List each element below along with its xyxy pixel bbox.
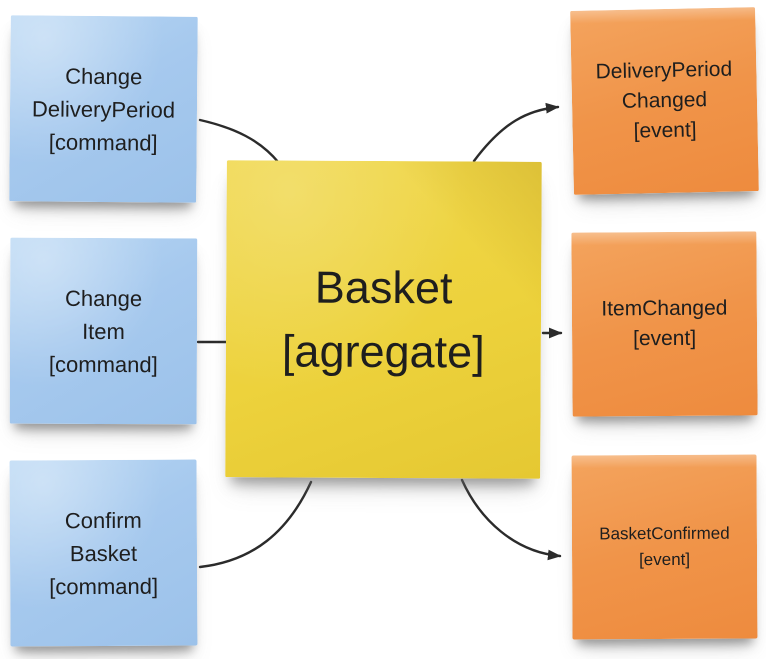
note-line: [event]: [632, 326, 697, 351]
note-line: [event]: [633, 118, 697, 143]
note-label: Change Item [command]: [49, 281, 158, 380]
aggregate-note-basket[interactable]: Basket [agregate]: [225, 160, 542, 479]
command-note-change-deliveryperiod[interactable]: Change DeliveryPeriod [command]: [9, 15, 198, 203]
note-line: [event]: [638, 549, 691, 570]
event-note-deliveryperiod-changed[interactable]: DeliveryPeriod Changed [event]: [570, 7, 759, 195]
note-line: Change: [65, 285, 143, 311]
note-line: Basket: [69, 540, 138, 566]
connector-cmd3-to-aggregate: [198, 480, 313, 569]
note-line: Changed: [621, 88, 708, 113]
note-line: Item: [82, 318, 125, 344]
command-note-confirm-basket[interactable]: Confirm Basket [command]: [9, 459, 198, 647]
note-line: Change: [65, 63, 143, 89]
connector-cmd1-to-aggregate: [198, 118, 281, 165]
note-line: DeliveryPeriod: [595, 57, 733, 84]
note-line: [command]: [48, 351, 158, 377]
note-label: ItemChanged [event]: [601, 294, 728, 355]
note-line: DeliveryPeriod: [31, 95, 176, 123]
connector-aggregate-to-evt3: [460, 478, 562, 561]
note-line: Basket: [314, 261, 453, 313]
note-line: Confirm: [64, 507, 142, 533]
note-label: Confirm Basket [command]: [49, 503, 158, 603]
note-label: Change DeliveryPeriod [command]: [32, 59, 176, 159]
note-label: Basket [agregate]: [282, 255, 485, 384]
connector-aggregate-to-evt1: [472, 102, 560, 163]
note-label: BasketConfirmed [event]: [599, 521, 730, 574]
event-note-itemchanged[interactable]: ItemChanged [event]: [571, 231, 758, 417]
note-line: [command]: [48, 129, 158, 155]
note-label: DeliveryPeriod Changed [event]: [595, 55, 733, 148]
note-line: BasketConfirmed: [599, 523, 730, 544]
note-line: [command]: [49, 573, 159, 599]
event-note-basketconfirmed[interactable]: BasketConfirmed [event]: [571, 454, 758, 640]
note-line: [agregate]: [281, 324, 485, 378]
note-line: ItemChanged: [601, 296, 728, 321]
command-note-change-item[interactable]: Change Item [command]: [9, 237, 198, 425]
